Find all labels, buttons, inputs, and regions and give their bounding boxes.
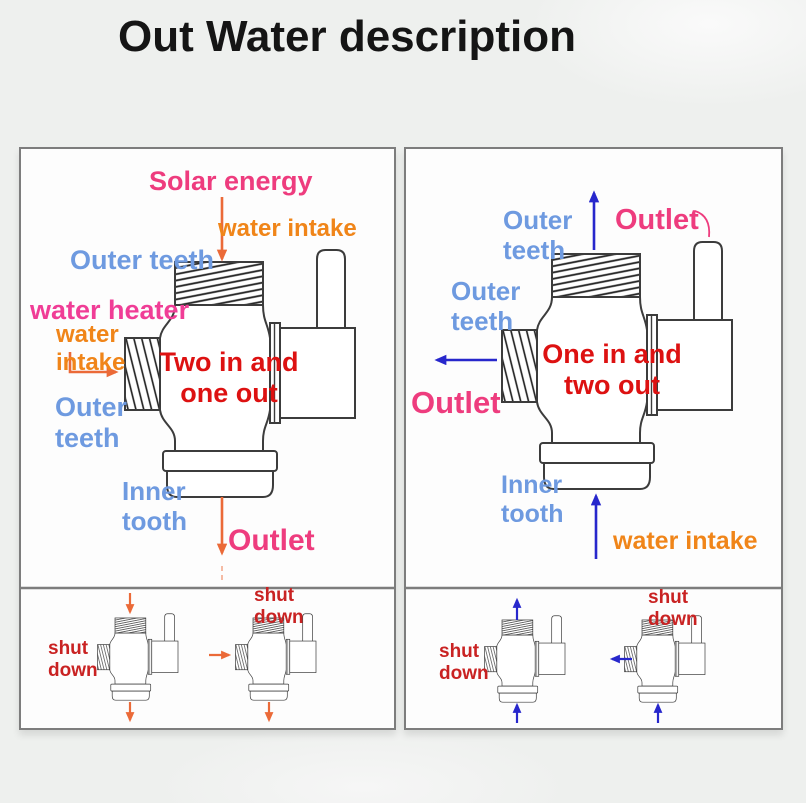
small-valve-1 (97, 613, 179, 701)
page-title: Out Water description (118, 12, 576, 61)
label-outlet-top: Outlet (615, 204, 699, 236)
small-valve-1 (484, 615, 566, 703)
label-shut-down-2: shut down (648, 587, 698, 630)
mode-line-1: One in and (542, 339, 682, 369)
valve-diagram-left (21, 197, 394, 723)
label-shut-down-1: shut down (48, 638, 98, 681)
label-water-intake: water intake (613, 527, 758, 555)
flow-arrows-blue (434, 190, 663, 723)
heater-inlet-arrow-right (68, 352, 119, 378)
label-outer-teeth-top: Outer teeth (503, 205, 573, 265)
mode-line-2: one out (180, 378, 278, 409)
flow-arrows-orange (68, 197, 274, 723)
label-inner-tooth: Inner tooth (122, 476, 187, 536)
label-outlet: Outlet (228, 524, 315, 557)
label-inner-tooth: Inner tooth (501, 471, 564, 528)
panel-two-in-one-out: Solar energy water intake Outer teeth wa… (19, 147, 396, 730)
mode-line-2: two out (564, 370, 660, 401)
label-shut-down-1: shut down (439, 641, 489, 684)
label-water-intake-left: water intake (56, 321, 126, 376)
label-water-intake-top: water intake (218, 215, 357, 242)
label-outlet-left: Outlet (411, 385, 501, 420)
panel-one-in-two-out: Outer teeth Outlet Outer teeth One in an… (404, 147, 783, 730)
label-shut-down-2: shut down (254, 585, 304, 628)
outlet-pointer-line (694, 210, 711, 238)
label-outer-teeth-top: Outer teeth (70, 245, 215, 275)
valve-diagram-right (406, 190, 781, 723)
label-outer-teeth-left: Outer teeth (55, 392, 128, 454)
label-solar-energy: Solar energy (149, 166, 313, 196)
mode-line-1: Two in and (159, 347, 299, 377)
label-outer-teeth-left: Outer teeth (451, 276, 521, 336)
label-water-heater: water heater (30, 295, 190, 325)
